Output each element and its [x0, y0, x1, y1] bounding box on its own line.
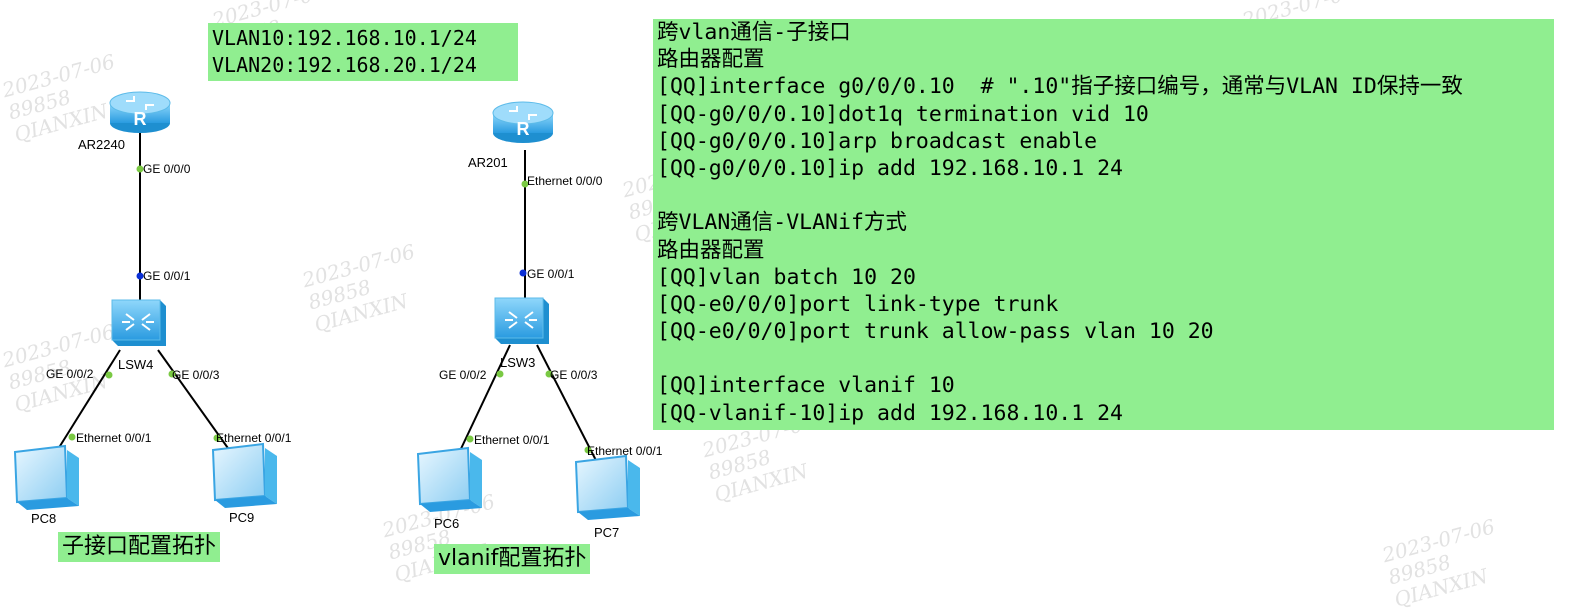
vlan-line: VLAN10:192.168.10.1/24: [212, 26, 477, 50]
config-line: [QQ-g0/0/0.10]ip add 192.168.10.1 24: [657, 155, 1123, 181]
port-label: Ethernet 0/0/0: [527, 174, 603, 188]
port-label: GE 0/0/2: [46, 367, 94, 381]
router-name: AR2240: [78, 137, 125, 152]
config-line: 路由器配置: [657, 47, 765, 73]
switch-icon: [494, 297, 549, 344]
config-line: [657, 345, 1554, 372]
config-line: [QQ]vlan batch 10 20: [657, 264, 916, 290]
router-icon: R: [109, 91, 171, 133]
port-dot: [466, 435, 474, 443]
switch-name: LSW3: [500, 355, 536, 370]
port-label: GE 0/0/1: [143, 269, 191, 283]
pc-icon: [574, 454, 640, 520]
config-line: [QQ-g0/0/0.10]arp broadcast enable: [657, 128, 1098, 154]
config-line: [QQ-vlanif-10]ip add 192.168.10.1 24: [657, 400, 1123, 426]
topology-diagram: R R: [13, 91, 640, 520]
port-label: Ethernet 0/0/1: [76, 431, 152, 445]
port-dot: [136, 272, 144, 280]
switch-name: LSW4: [118, 357, 154, 372]
pc-icon: [416, 446, 482, 512]
vlan-line: VLAN20:192.168.20.1/24: [212, 53, 477, 77]
port-dot: [213, 434, 221, 442]
config-line: [QQ]interface g0/0/0.10 # ".10"指子接口编号，通常…: [657, 74, 1463, 100]
pc-icon: [211, 442, 277, 508]
port-label: Ethernet 0/0/1: [587, 444, 663, 458]
switch-icon: [111, 299, 166, 346]
pc-icon: [13, 444, 79, 510]
port-dot: [168, 370, 176, 378]
pc-name: PC6: [434, 516, 460, 531]
config-line: [QQ-e0/0/0]port trunk allow-pass vlan 10…: [657, 319, 1214, 345]
config-line: [QQ-g0/0/0.10]dot1q termination vid 10: [657, 101, 1149, 127]
vlan-address-box: VLAN10:192.168.10.1/24 VLAN20:192.168.20…: [208, 23, 518, 81]
topology-caption: vlanif配置拓扑: [434, 544, 591, 574]
router-icon: R: [492, 101, 554, 143]
config-line: 跨vlan通信-子接口: [657, 20, 851, 45]
pc-name: PC9: [229, 510, 255, 525]
port-dot: [105, 371, 113, 379]
pc-name: PC8: [31, 511, 57, 526]
svg-text:R: R: [517, 119, 530, 139]
svg-text:R: R: [134, 109, 147, 129]
config-line: [QQ-e0/0/0]port link-type trunk: [657, 291, 1059, 317]
port-dot: [545, 370, 553, 378]
router-name: AR201: [468, 155, 508, 170]
config-line: 跨VLAN通信-VLANif方式: [657, 210, 907, 236]
link-switch-pc7: [536, 344, 606, 479]
topology-caption: 子接口配置拓扑: [58, 532, 221, 562]
pc-name: PC7: [594, 525, 620, 540]
port-dot: [68, 433, 76, 441]
link-switch-pc9: [157, 349, 241, 466]
config-box: 跨vlan通信-子接口 路由器配置 [QQ]interface g0/0/0.1…: [653, 19, 1554, 430]
port-label: GE 0/0/3: [550, 368, 598, 382]
port-label: GE 0/0/3: [172, 368, 220, 382]
config-line: 路由器配置: [657, 237, 765, 263]
port-label: GE 0/0/2: [439, 368, 487, 382]
config-line: [657, 182, 1554, 209]
port-dot: [519, 269, 527, 277]
port-dot: [584, 446, 592, 454]
port-dot: [136, 165, 144, 173]
config-line: [QQ]interface vlanif 10: [657, 373, 955, 399]
port-label: Ethernet 0/0/1: [474, 433, 550, 447]
port-label: Ethernet 0/0/1: [216, 431, 292, 445]
port-dot: [521, 180, 529, 188]
port-dot: [496, 370, 504, 378]
port-label: GE 0/0/0: [143, 162, 191, 176]
port-label: GE 0/0/1: [527, 267, 575, 281]
